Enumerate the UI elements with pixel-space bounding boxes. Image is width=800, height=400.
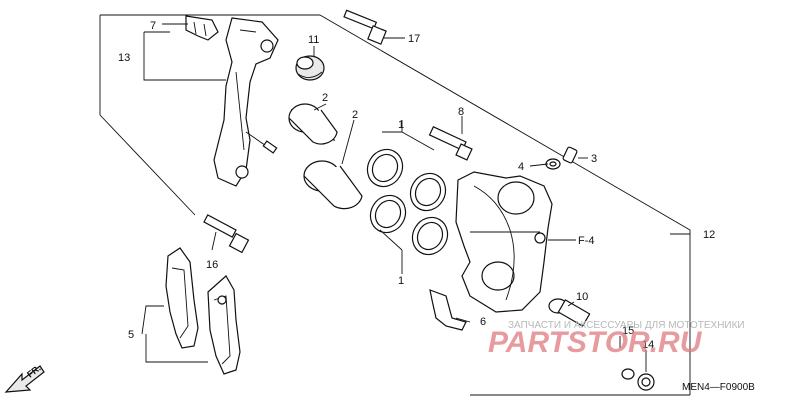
callout-15: 15: [622, 325, 634, 337]
piston-upper: [288, 103, 338, 145]
bolt-16: [203, 214, 250, 254]
drawing-code: MEN4—F0900B: [682, 382, 755, 393]
callout-11: 11: [308, 34, 319, 46]
piston-lower: [303, 160, 363, 210]
callout-12: 12: [703, 229, 715, 241]
callout-2-upper: 2: [322, 92, 328, 104]
callout-4: 4: [518, 161, 524, 173]
pin-boot: [185, 15, 219, 41]
callout-17: 17: [408, 33, 420, 45]
callout-1-upper: 1: [398, 119, 404, 131]
bleeder-valve: [428, 125, 473, 161]
watermark-tagline: ЗАПЧАСТИ И АКСЕССУАРЫ ДЛЯ МОТОТЕХНИКИ: [508, 320, 745, 331]
callout-7: 7: [150, 20, 156, 32]
pad-spring: [429, 289, 467, 331]
callout-2-lower: 2: [352, 109, 358, 121]
brake-pad-inner: [207, 275, 241, 375]
leader-lines: [141, 23, 690, 372]
seal-ring-upper-right: [409, 172, 447, 212]
bleeder-cap: [562, 146, 578, 164]
pad-pin-15: [582, 330, 635, 380]
boot-14: [637, 373, 655, 391]
callout-1-lower: 1: [398, 275, 404, 287]
callout-6: 6: [480, 316, 486, 328]
seal-ring-lower-right: [411, 216, 449, 256]
callout-numbers: 7 13 17 11 2 2 1 1 8 4 3 F-4 12 6 10 15 …: [118, 20, 715, 351]
brake-pad-outer: [165, 247, 199, 349]
ref-f4: F-4: [578, 235, 595, 247]
callout-5: 5: [128, 329, 134, 341]
assembly-frame: [99, 14, 691, 396]
callout-3: 3: [591, 153, 597, 165]
seal-ring-upper-left: [366, 148, 404, 188]
callout-14: 14: [642, 339, 654, 351]
seal-ring-lower-left: [369, 194, 407, 234]
caliper-bracket: [213, 17, 279, 187]
watermark-brand: PARTSTOR.RU: [488, 326, 703, 359]
boot-11: [295, 55, 325, 81]
caliper-body: [455, 171, 553, 313]
slide-pin-10: [548, 298, 591, 327]
bolt-17: [343, 9, 387, 45]
callout-13: 13: [118, 52, 130, 64]
callout-16: 16: [206, 259, 218, 271]
callout-10: 10: [576, 291, 588, 303]
callout-8: 8: [458, 106, 464, 118]
washer-4: [545, 158, 561, 170]
forward-arrow-icon: [4, 365, 45, 393]
